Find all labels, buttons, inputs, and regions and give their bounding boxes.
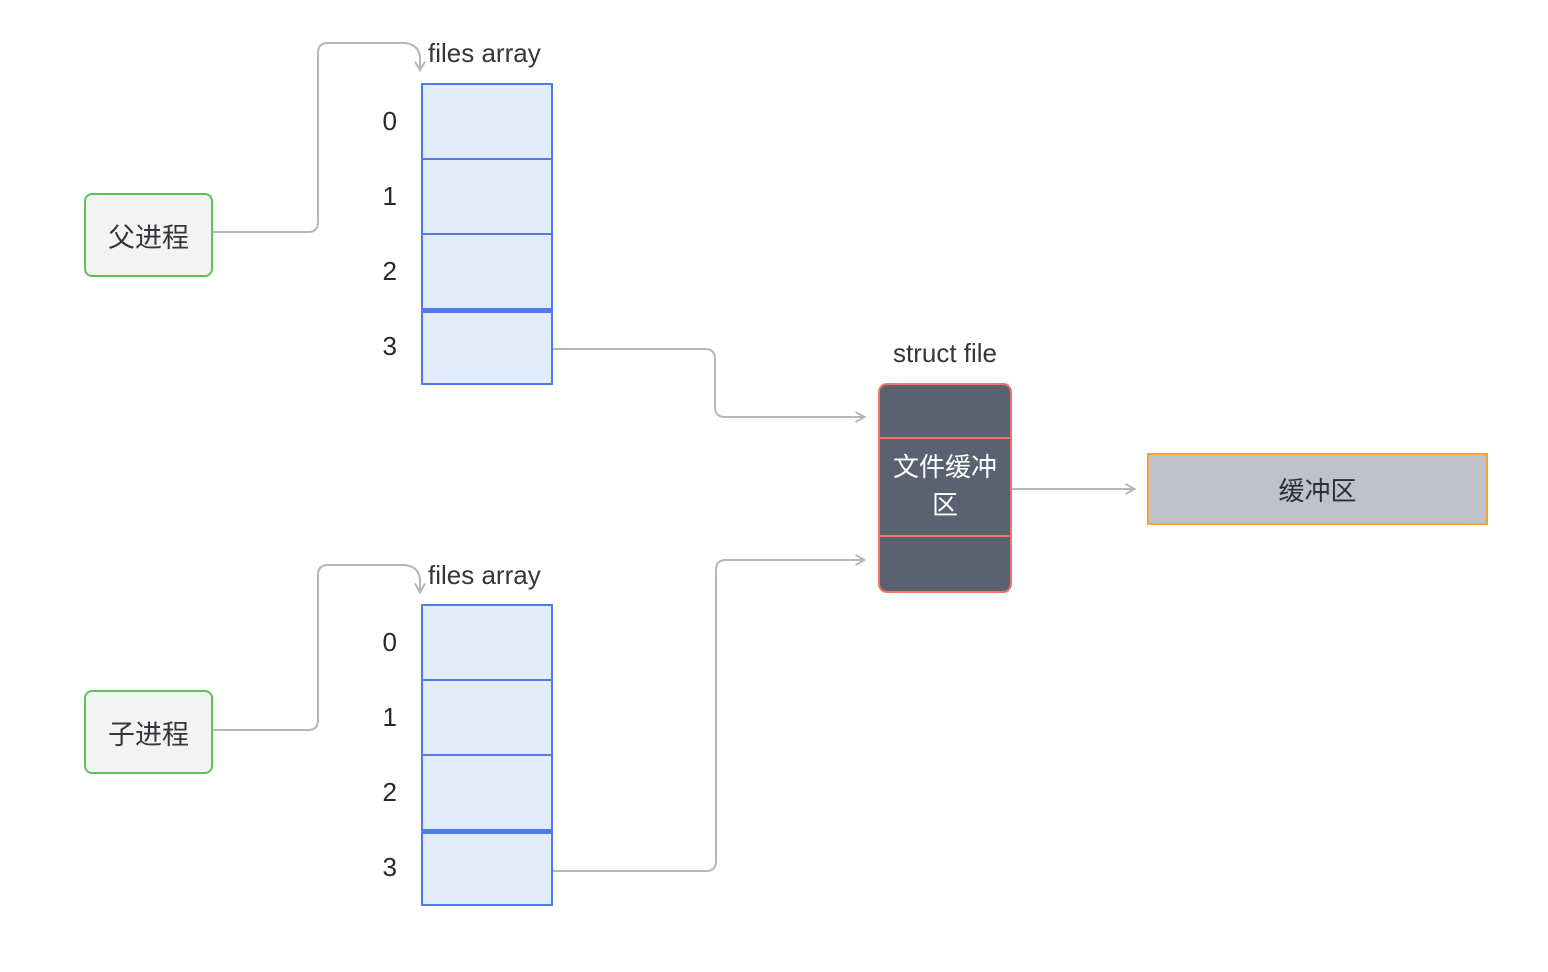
child-process-node: 子进程	[84, 690, 213, 774]
fd-index-label: 0	[382, 106, 397, 136]
parent-process-label: 父进程	[108, 222, 189, 253]
parent-fd-row-0: 0	[355, 83, 553, 160]
struct-file-row-bottom	[880, 537, 1010, 591]
child-fd-cell-0	[421, 604, 553, 681]
child-fd-row-2: 2	[355, 754, 553, 831]
child-fd-row-3: 3	[355, 829, 553, 906]
fd-index-label: 2	[382, 256, 397, 286]
child-fd3-to-struct-file-connector	[553, 554, 867, 872]
struct-file-node: 文件缓冲区	[878, 383, 1012, 593]
parent-fd3-to-struct-file-connector	[553, 348, 867, 423]
fd-index-label: 2	[382, 777, 397, 807]
parent-fd-row-2: 2	[355, 233, 553, 310]
buffer-node: 缓冲区	[1147, 453, 1488, 525]
fd-index-label: 1	[382, 181, 397, 211]
child-process-to-files-array-connector	[213, 564, 426, 731]
fd-index-label: 1	[382, 702, 397, 732]
child-fd-cell-3	[421, 829, 553, 906]
struct-file-label: struct file	[892, 338, 998, 368]
parent-process-to-files-array-connector	[213, 42, 426, 233]
parent-fd-row-3: 3	[355, 308, 553, 385]
parent-files-array-label: files array	[428, 38, 541, 68]
child-files-array: 0 1 2 3	[355, 604, 553, 906]
fd-index-label: 3	[382, 331, 397, 361]
child-fd-row-1: 1	[355, 679, 553, 756]
parent-process-node: 父进程	[84, 193, 213, 277]
fd-index-label: 3	[382, 852, 397, 882]
child-fd-row-0: 0	[355, 604, 553, 681]
child-files-array-label: files array	[428, 560, 541, 590]
fd-index-label: 0	[382, 627, 397, 657]
struct-file-buffer-label: 文件缓冲区	[892, 452, 997, 520]
parent-fd-cell-0	[421, 83, 553, 160]
child-process-label: 子进程	[108, 719, 189, 750]
struct-file-row-top	[880, 385, 1010, 437]
struct-file-row-buffer-pointer: 文件缓冲区	[880, 437, 1010, 537]
buffer-label: 缓冲区	[1278, 475, 1357, 506]
parent-fd-cell-1	[421, 158, 553, 235]
child-fd-cell-2	[421, 754, 553, 831]
parent-fd-cell-2	[421, 233, 553, 310]
parent-fd-cell-3	[421, 308, 553, 385]
child-fd-cell-1	[421, 679, 553, 756]
parent-files-array: 0 1 2 3	[355, 83, 553, 385]
parent-fd-row-1: 1	[355, 158, 553, 235]
